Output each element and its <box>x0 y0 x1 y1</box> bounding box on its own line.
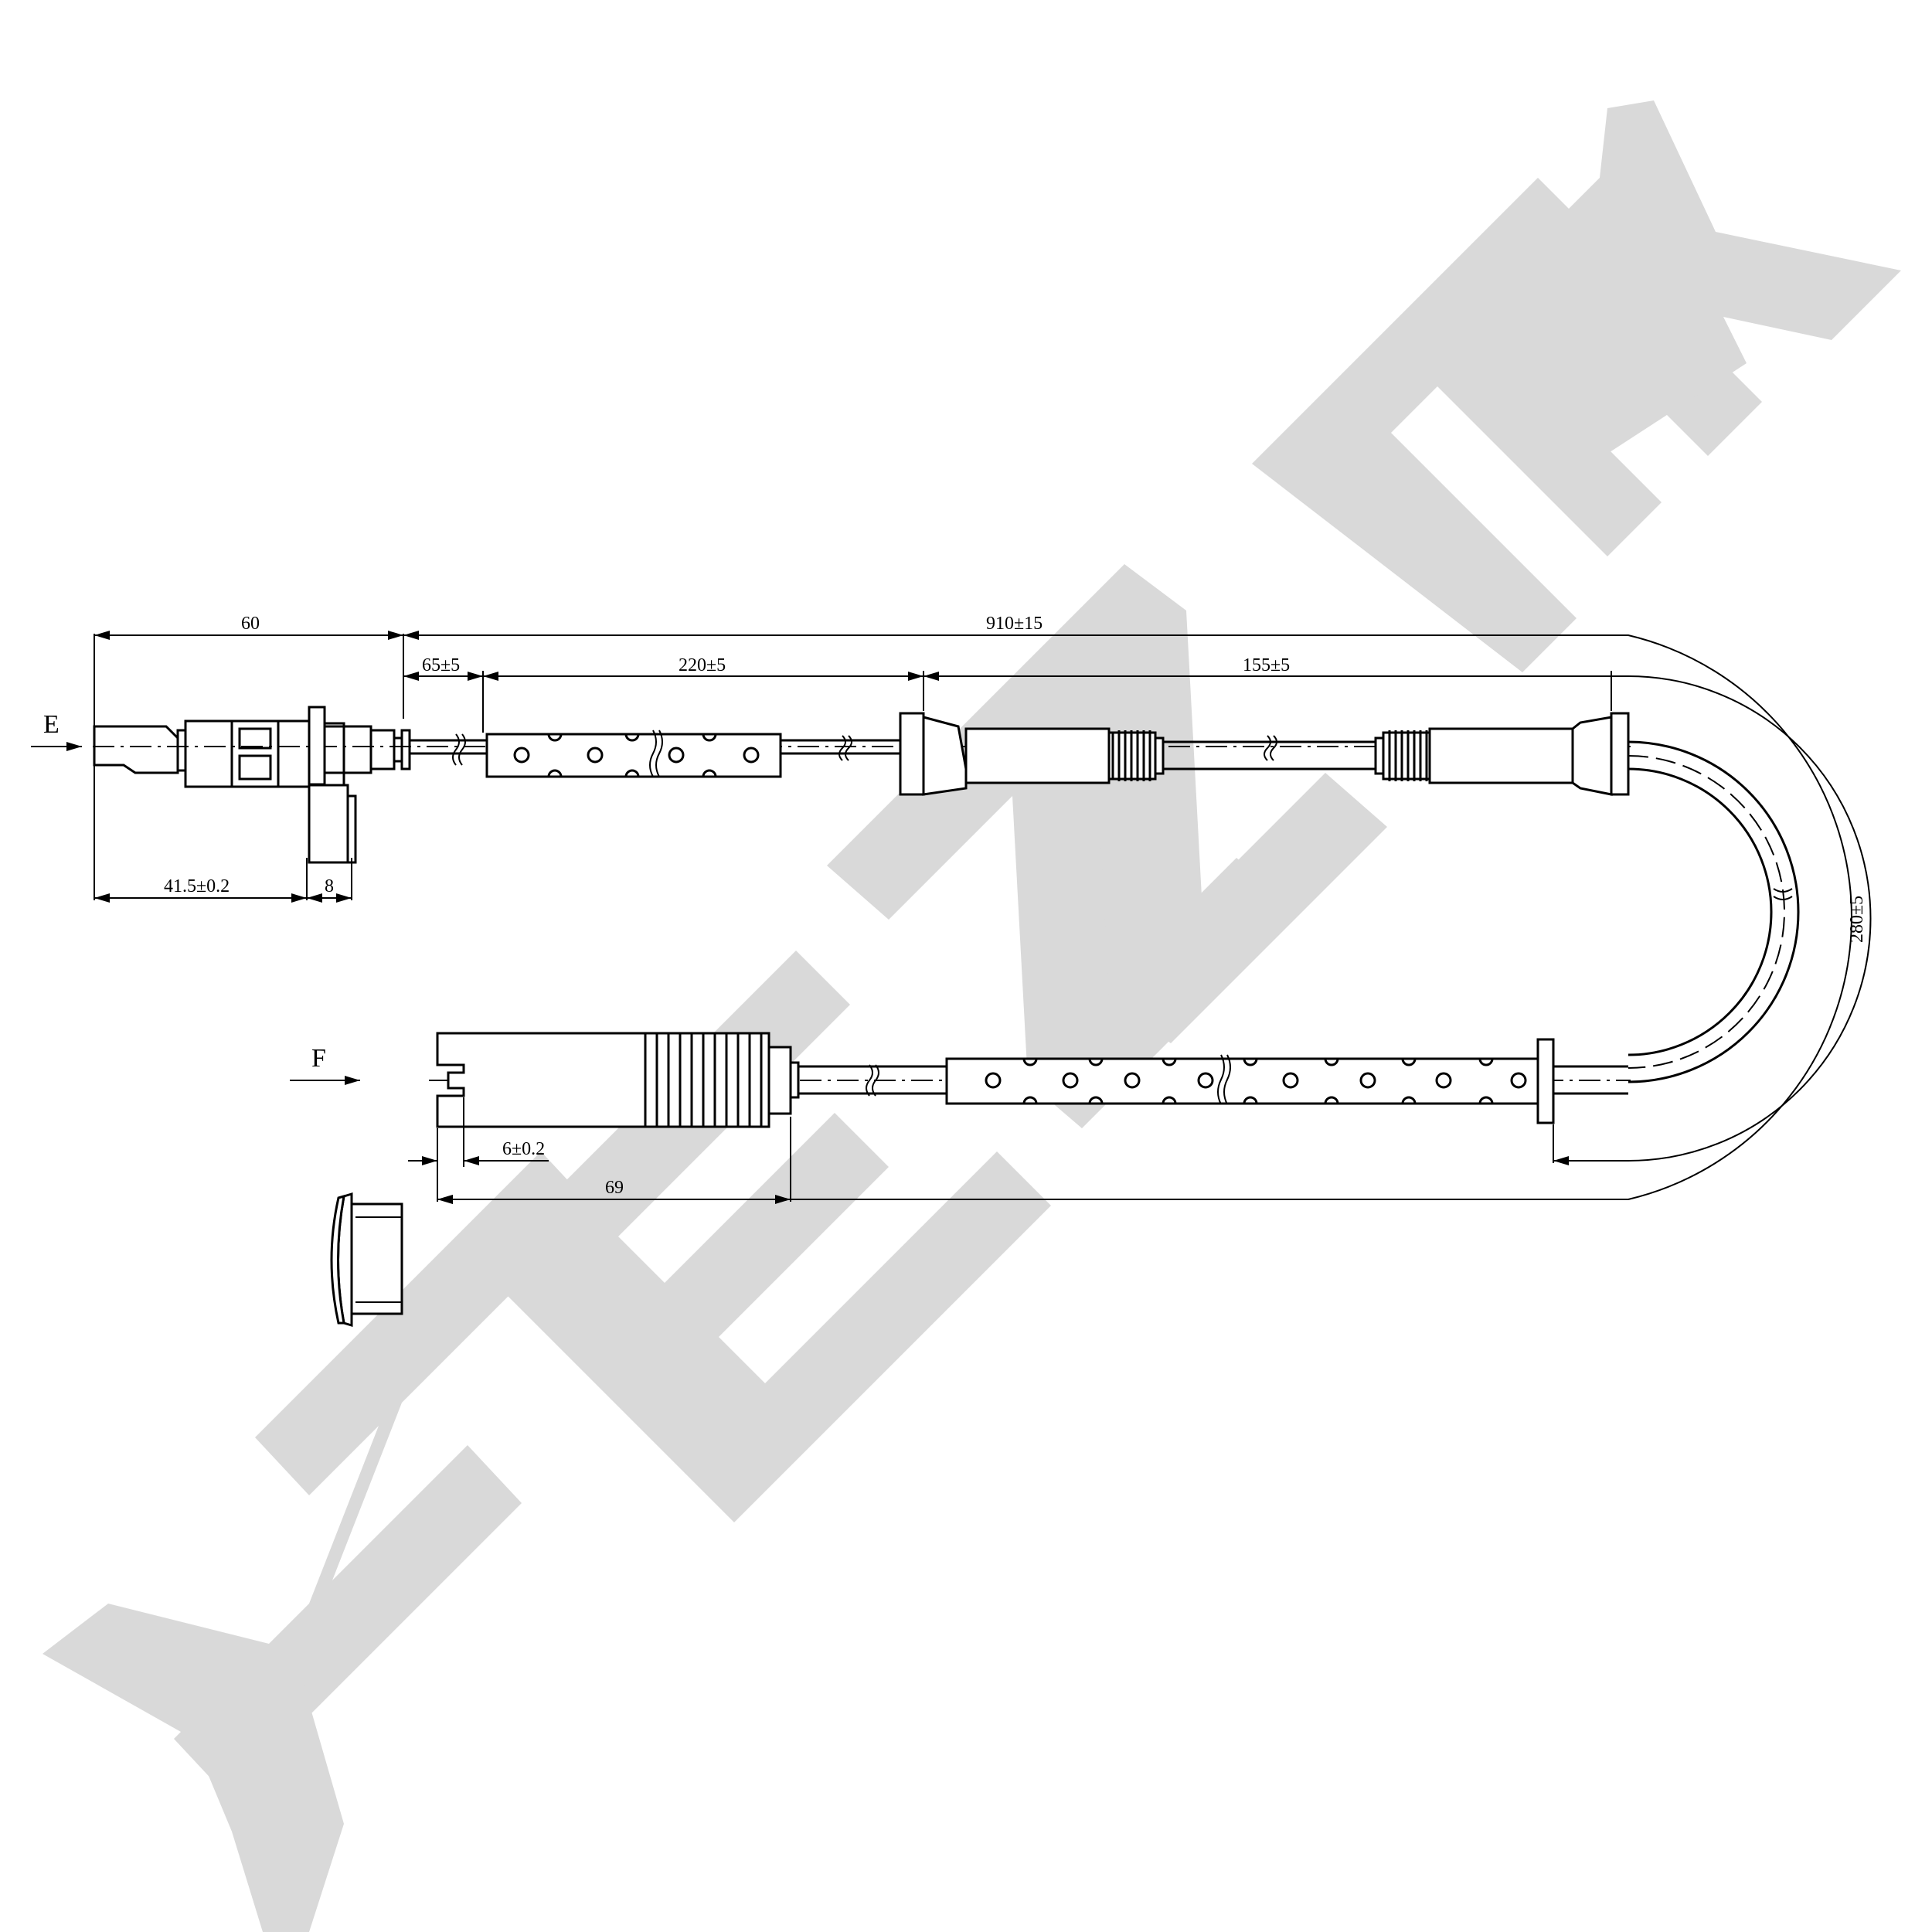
view-e: E <box>31 706 1631 864</box>
sleeve-top-left <box>485 733 782 778</box>
watermark-letter-z <box>174 1151 595 1797</box>
dim-6: 6±0.2 <box>502 1139 545 1159</box>
dimension-lines <box>94 631 1872 1204</box>
watermark-chevron <box>43 1604 344 1932</box>
watermark-logo <box>43 100 1901 1932</box>
bellows-right <box>1374 730 1431 781</box>
cable-bend <box>1628 740 1800 1083</box>
dim-220: 220±5 <box>679 655 726 675</box>
dim-41-5: 41.5±0.2 <box>164 876 230 896</box>
sensor-connector <box>93 706 411 864</box>
dim-910: 910±15 <box>986 614 1043 634</box>
watermark-letter-k <box>1453 100 1901 464</box>
dim-65: 65±5 <box>422 655 460 675</box>
watermark-letter-e1 <box>479 951 1051 1522</box>
view-label-f: F <box>311 1044 326 1073</box>
dim-69: 69 <box>605 1178 624 1198</box>
dim-280: 280±5 <box>1847 896 1867 943</box>
grommet-right <box>1428 712 1630 796</box>
bellows-left <box>1107 730 1165 781</box>
view-label-e: E <box>43 710 60 739</box>
dimension-labels: 60 910±15 65±5 220±5 155±5 41.5±0.2 8 28… <box>164 614 1867 1198</box>
dim-155: 155±5 <box>1243 655 1290 675</box>
protective-cap <box>330 1192 403 1328</box>
dim-60: 60 <box>241 614 260 634</box>
dim-8: 8 <box>325 876 334 896</box>
view-f: F <box>290 1032 1631 1128</box>
wear-sensor-probe <box>436 1032 800 1128</box>
